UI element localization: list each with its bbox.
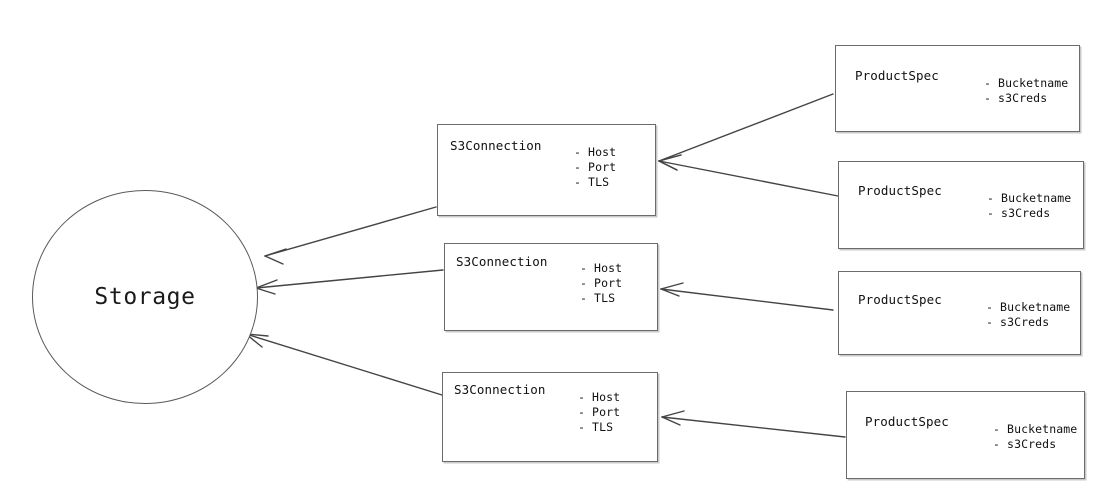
- field-port: - Port: [574, 160, 617, 174]
- productspec-box-3-title: ProductSpec: [858, 292, 942, 307]
- field-s3creds: - s3Creds: [984, 91, 1048, 105]
- arrow-conn3-to-storage: [245, 333, 443, 396]
- field-bucketname: - Bucketname: [986, 300, 1071, 314]
- storage-node-label: Storage: [94, 284, 196, 310]
- productspec-box-2-fields: - Bucketname - s3Creds: [987, 191, 1071, 221]
- s3connection-box-1-fields: - Host - Port - TLS: [574, 145, 616, 190]
- productspec-box-2-title: ProductSpec: [858, 183, 942, 198]
- field-bucketname: - Bucketname: [993, 422, 1078, 436]
- field-port: - Port: [580, 276, 623, 290]
- s3connection-box-2-title: S3Connection: [456, 254, 548, 269]
- field-s3creds: - s3Creds: [987, 206, 1051, 220]
- arrow-conn2-to-storage: [255, 269, 444, 295]
- field-tls: - TLS: [578, 420, 614, 434]
- productspec-box-4[interactable]: ProductSpec - Bucketname - s3Creds: [846, 391, 1085, 479]
- field-s3creds: - s3Creds: [993, 437, 1057, 451]
- field-bucketname: - Bucketname: [984, 76, 1069, 90]
- s3connection-box-3-title: S3Connection: [454, 382, 546, 397]
- field-host: - Host: [578, 390, 621, 404]
- s3connection-box-1-title: S3Connection: [450, 138, 542, 153]
- field-host: - Host: [580, 261, 623, 275]
- productspec-box-3[interactable]: ProductSpec - Bucketname - s3Creds: [838, 271, 1081, 355]
- productspec-box-4-fields: - Bucketname - s3Creds: [993, 422, 1077, 452]
- productspec-box-4-title: ProductSpec: [865, 414, 949, 429]
- storage-node[interactable]: Storage: [32, 190, 258, 404]
- field-tls: - TLS: [580, 291, 616, 305]
- productspec-box-1-title: ProductSpec: [855, 68, 939, 83]
- arrow-spec2-to-conn1: [658, 154, 839, 197]
- s3connection-box-3-fields: - Host - Port - TLS: [578, 390, 620, 435]
- arrow-spec1-to-conn1: [658, 93, 834, 171]
- field-tls: - TLS: [574, 175, 610, 189]
- s3connection-box-3[interactable]: S3Connection - Host - Port - TLS: [442, 372, 658, 462]
- arrow-conn1-to-storage: [264, 206, 437, 265]
- field-s3creds: - s3Creds: [986, 315, 1050, 329]
- productspec-box-1-fields: - Bucketname - s3Creds: [984, 76, 1068, 106]
- productspec-box-2[interactable]: ProductSpec - Bucketname - s3Creds: [838, 161, 1084, 249]
- arrow-spec3-to-conn2: [660, 282, 834, 311]
- field-bucketname: - Bucketname: [987, 191, 1072, 205]
- field-host: - Host: [574, 145, 617, 159]
- arrow-spec4-to-conn3: [661, 410, 846, 438]
- s3connection-box-2-fields: - Host - Port - TLS: [580, 261, 622, 306]
- productspec-box-1[interactable]: ProductSpec - Bucketname - s3Creds: [835, 45, 1080, 132]
- field-port: - Port: [578, 405, 621, 419]
- s3connection-box-2[interactable]: S3Connection - Host - Port - TLS: [444, 243, 658, 331]
- s3connection-box-1[interactable]: S3Connection - Host - Port - TLS: [437, 124, 656, 216]
- productspec-box-3-fields: - Bucketname - s3Creds: [986, 300, 1070, 330]
